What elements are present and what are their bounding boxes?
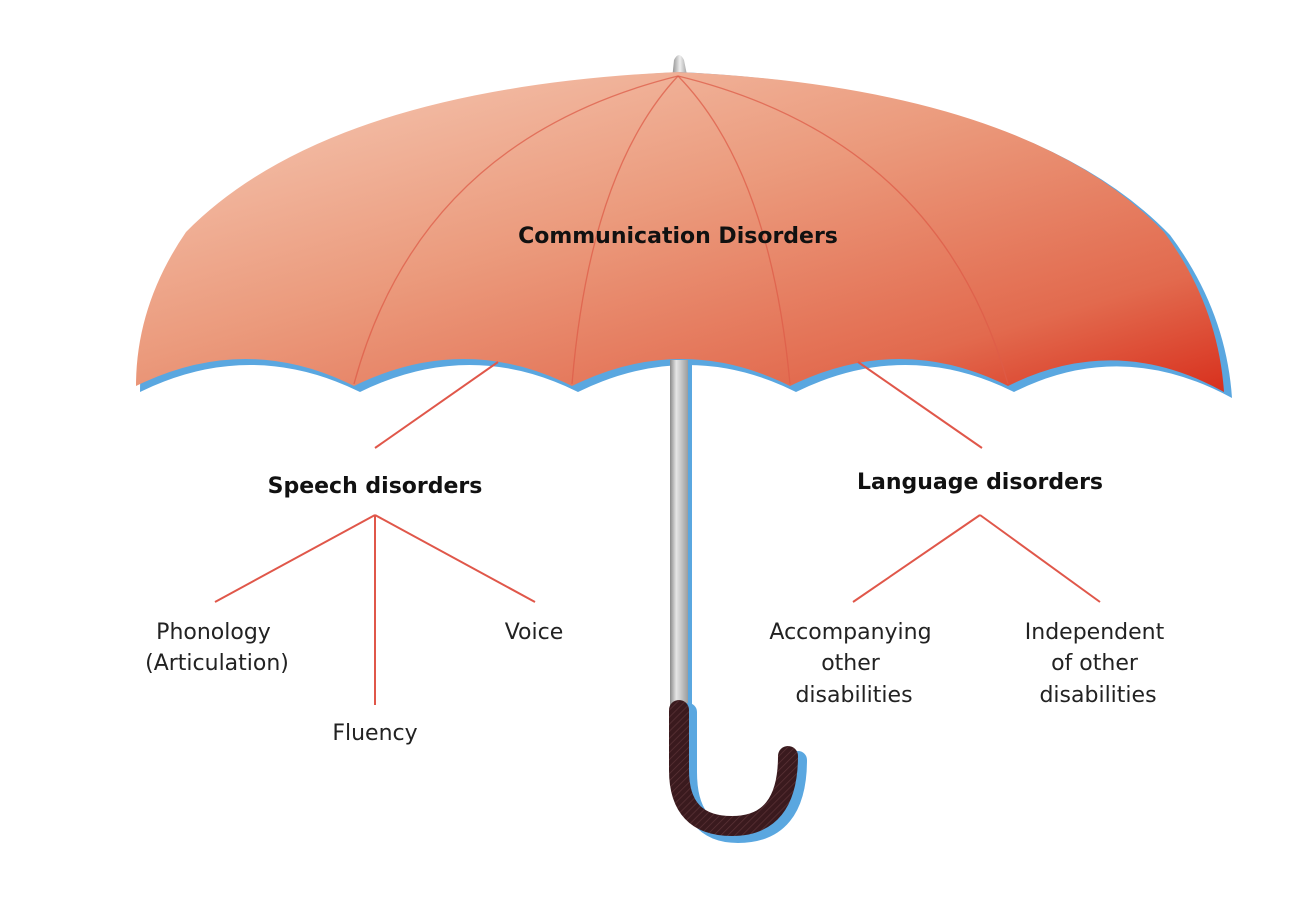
leaf-voice: Voice <box>505 620 564 645</box>
umbrella-canopy <box>136 72 1224 392</box>
connector-speech-voice <box>374 514 536 603</box>
leaf-fluency: Fluency <box>332 721 417 746</box>
leaf-accompanying: Accompanying other disabilities <box>769 620 938 708</box>
canopy-ribs <box>353 75 1009 385</box>
connector-language-independent <box>979 514 1101 603</box>
leaf-independent: Independent of other disabilities <box>1025 620 1171 708</box>
connector-speech-phonology <box>214 514 376 603</box>
umbrella-handle <box>669 700 798 837</box>
connector-language-accompanying <box>852 514 981 603</box>
branch-label-language: Language disorders <box>857 470 1103 495</box>
connector-root-speech <box>374 361 499 449</box>
umbrella-shaft <box>670 360 688 712</box>
connector-lines <box>214 361 1101 705</box>
leaf-phonology: Phonology (Articulation) <box>145 620 289 676</box>
branch-label-speech: Speech disorders <box>268 474 483 499</box>
root-label: Communication Disorders <box>518 224 838 249</box>
umbrella-shaft-shadow <box>686 360 692 720</box>
connector-root-language <box>857 361 983 449</box>
